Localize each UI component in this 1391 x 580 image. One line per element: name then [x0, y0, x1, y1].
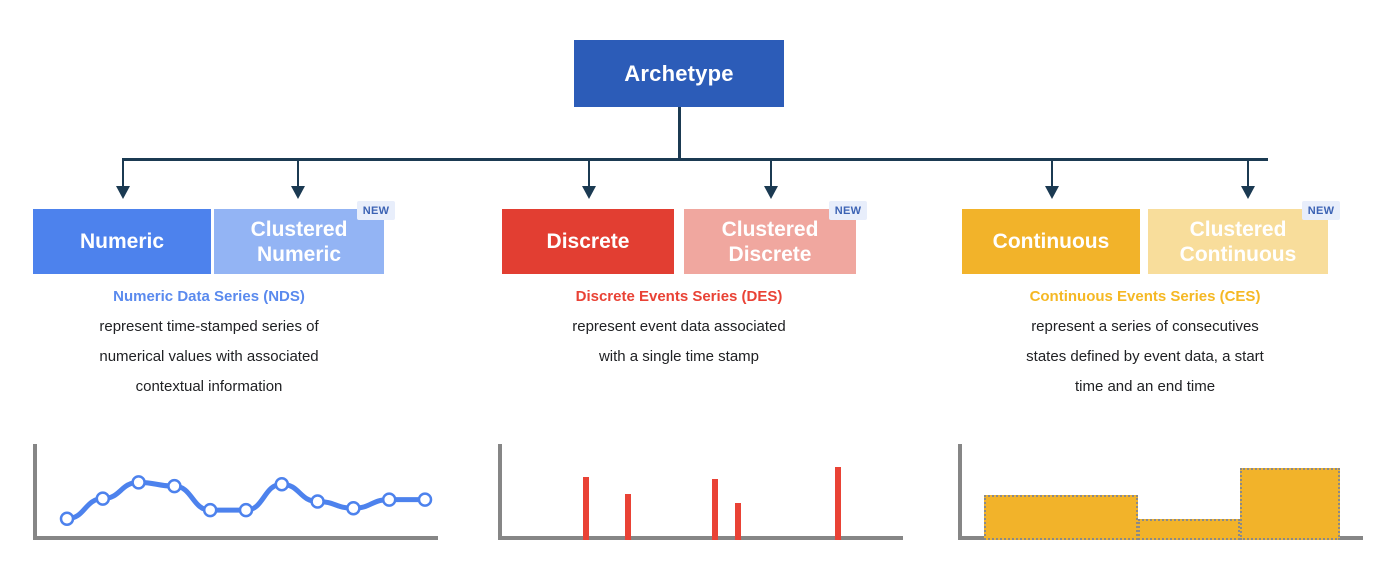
numeric-line-plot — [59, 475, 433, 526]
connector-drop-4 — [770, 160, 772, 190]
node-continuous-label: Continuous — [992, 230, 1110, 253]
data-point — [417, 492, 433, 507]
chart-x-axis — [33, 536, 438, 540]
connector-drop-2 — [297, 160, 299, 190]
chart-y-axis — [958, 444, 962, 540]
numeric-data-series-chart — [25, 440, 445, 550]
new-badge-discrete-label: NEW — [834, 204, 862, 217]
data-point — [346, 500, 361, 516]
arrow-head-1 — [116, 186, 130, 199]
new-badge-numeric-label: NEW — [362, 204, 390, 217]
data-point — [167, 478, 182, 494]
chart-y-axis — [33, 444, 37, 540]
event-bar — [583, 476, 589, 540]
event-bar — [712, 478, 718, 540]
data-point — [274, 477, 290, 492]
archetype-root-label: Archetype — [624, 60, 734, 86]
node-continuous[interactable]: Continuous — [962, 209, 1140, 274]
connector-stem — [678, 107, 681, 160]
data-point — [95, 491, 111, 506]
chart-y-axis — [498, 444, 502, 540]
state-block — [984, 494, 1138, 540]
new-badge-continuous-label: NEW — [1307, 204, 1335, 217]
state-block — [1138, 518, 1240, 540]
state-block — [1240, 468, 1340, 540]
arrow-head-2 — [291, 186, 305, 199]
data-point — [238, 502, 254, 518]
arrow-head-5 — [1045, 186, 1059, 199]
connector-drop-5 — [1051, 160, 1053, 190]
archetype-root-node[interactable]: Archetype — [574, 40, 784, 107]
connector-drop-3 — [588, 160, 590, 190]
connector-drop-1 — [122, 160, 124, 190]
connector-bus — [122, 158, 1268, 161]
node-numeric[interactable]: Numeric — [33, 209, 211, 274]
data-point — [59, 511, 75, 526]
arrow-head-6 — [1241, 186, 1255, 199]
new-badge-discrete: NEW — [829, 201, 867, 220]
data-point — [310, 494, 325, 509]
new-badge-numeric: NEW — [357, 201, 395, 220]
event-bar — [735, 502, 741, 540]
chart-x-axis — [498, 536, 903, 540]
discrete-events-series-chart — [490, 440, 910, 550]
caption-discrete: Discrete Events Series (DES) — [575, 288, 783, 305]
caption-numeric: Numeric Data Series (NDS) — [113, 288, 305, 305]
caption-continuous: Continuous Events Series (CES) — [1029, 288, 1261, 305]
data-point — [131, 475, 146, 490]
connector-drop-6 — [1247, 160, 1249, 190]
node-discrete-label: Discrete — [546, 230, 630, 253]
event-bar — [835, 467, 841, 540]
continuous-events-series-chart — [950, 440, 1370, 550]
node-discrete[interactable]: Discrete — [502, 209, 674, 274]
event-bar — [625, 494, 631, 540]
arrow-head-3 — [582, 186, 596, 199]
arrow-head-4 — [764, 186, 778, 199]
data-point — [202, 502, 218, 518]
node-numeric-label: Numeric — [79, 230, 165, 253]
data-point — [381, 492, 397, 507]
new-badge-continuous: NEW — [1302, 201, 1340, 220]
